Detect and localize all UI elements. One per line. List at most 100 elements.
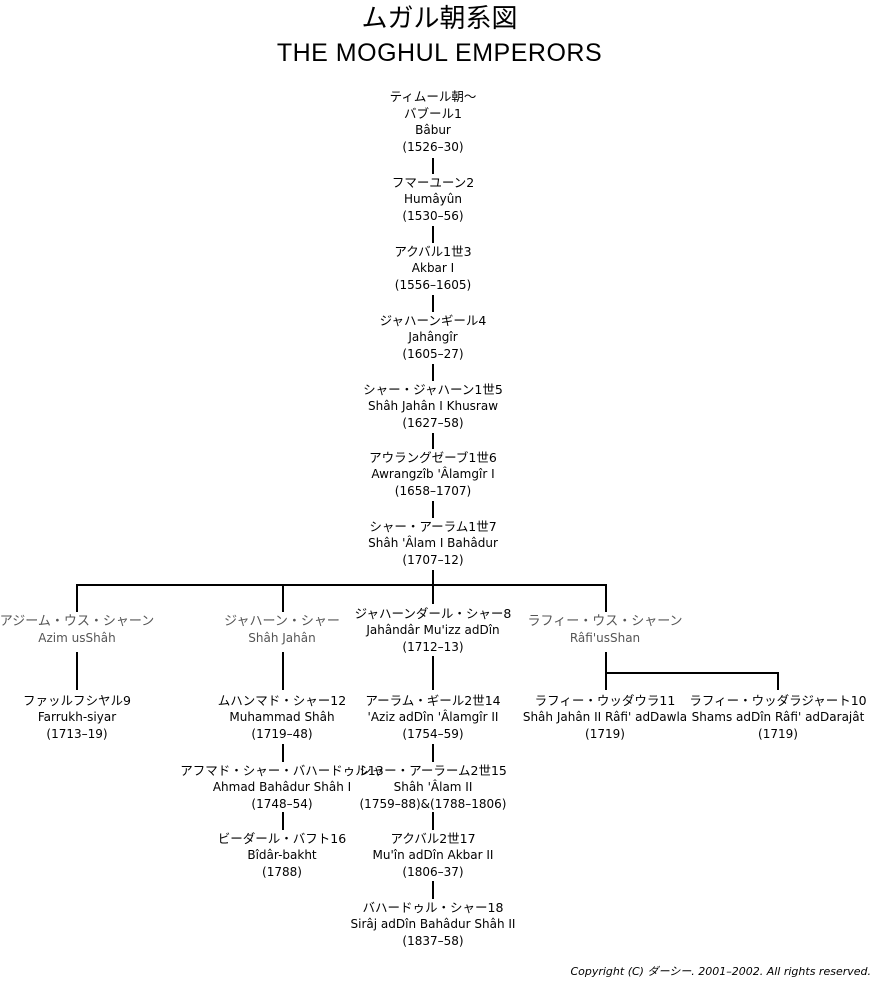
- node-reign: (1556–1605): [394, 278, 472, 292]
- connector-line: [282, 584, 284, 612]
- connector-line: [432, 744, 434, 762]
- node-reign: (1748–54): [251, 797, 313, 811]
- node-name-roman: Shâh 'Âlam II: [393, 780, 473, 794]
- node-humayun: フマーユーン2 Humâyûn (1530–56): [318, 174, 548, 225]
- node-name-roman: 'Aziz adDîn 'Âlamgîr II: [367, 710, 499, 724]
- node-reign: (1627–58): [402, 416, 464, 430]
- node-bahadur-shah-2: バハードゥル・シャー18 Sirâj adDîn Bahâdur Shâh II…: [318, 899, 548, 950]
- node-name-ja: ファッルフシヤル9: [23, 693, 131, 708]
- node-name-roman: Bâbur: [415, 123, 451, 137]
- connector-line: [76, 584, 78, 612]
- node-name-roman: Muhammad Shâh: [229, 710, 335, 724]
- connector-line: [76, 652, 78, 690]
- node-name-roman: Akbar I: [411, 261, 455, 275]
- node-rafi-ud-daula: ラフィー・ウッダウラ11 Shâh Jahân II Râfi' adDawla…: [490, 692, 720, 743]
- connector-line: [432, 158, 434, 174]
- node-name-roman: Shâh Jahân I Khusraw: [367, 399, 499, 413]
- node-name-ja: ラフィー・ウス・シャーン: [527, 614, 683, 629]
- node-name-roman: Shâh Jahân II Râfi' adDawla: [522, 710, 688, 724]
- node-name-ja: フマーユーン2: [391, 175, 475, 190]
- node-name-ja: ジャハーン・シャー: [224, 614, 340, 629]
- copyright-notice: Copyright (C) ダーシー. 2001–2002. All right…: [570, 965, 871, 978]
- node-reign: (1707–12): [402, 553, 464, 567]
- node-reign: (1719): [758, 727, 798, 741]
- node-aurangzeb: アウラングゼーブ1世6 Awrangzîb 'Âlamgîr I (1658–1…: [318, 449, 548, 500]
- node-rafi-ud-darajat: ラフィー・ウッダラジャート10 Shams adDîn Râfi' adDara…: [663, 692, 879, 743]
- node-shah-alam-2: シャー・アーラーム2世15 Shâh 'Âlam II (1759–88)&(1…: [318, 762, 548, 813]
- connector-line: [605, 652, 607, 690]
- connector-line: [282, 812, 284, 830]
- node-jahan-shah: ジャハーン・シャー Shâh Jahân: [167, 613, 397, 647]
- node-name-ja: アクバル2世17: [390, 831, 476, 846]
- node-reign: (1530–56): [402, 209, 464, 223]
- node-name-ja: アーラム・ギール2世14: [365, 693, 501, 708]
- node-name-ja: バブール1: [404, 106, 462, 121]
- node-name-ja: ラフィー・ウッダラジャート10: [689, 693, 867, 708]
- node-name-ja: シャー・ジャハーン1世5: [363, 382, 503, 397]
- node-name-roman: Mu'în adDîn Akbar II: [372, 848, 494, 862]
- node-name-roman: Farrukh-siyar: [37, 710, 117, 724]
- connector-line: [432, 656, 434, 690]
- node-jahandar-shah: ジャハーンダール・シャー8 Jahândâr Mu'izz adDîn (171…: [318, 605, 548, 656]
- connector-line: [432, 881, 434, 899]
- node-reign: (1759–88)&(1788–1806): [359, 797, 507, 811]
- node-name-roman: Râfi'usShan: [569, 631, 641, 645]
- node-akbar-2: アクバル2世17 Mu'în adDîn Akbar II (1806–37): [318, 830, 548, 881]
- node-reign: (1658–1707): [394, 484, 472, 498]
- node-reign: (1712–13): [402, 640, 464, 654]
- node-name-ja: アジーム・ウス・シャーン: [0, 614, 155, 629]
- node-reign: (1806–37): [402, 865, 464, 879]
- node-bidar-bakht: ビーダール・バフト16 Bîdâr-bakht (1788): [167, 830, 397, 881]
- connector-line: [432, 226, 434, 243]
- node-reign: (1719–48): [251, 727, 313, 741]
- chart-title-english: THE MOGHUL EMPERORS: [276, 39, 603, 67]
- connector-line: [605, 584, 607, 612]
- connector-line: [432, 295, 434, 312]
- node-muhammad-shah: ムハンマド・シャー12 Muhammad Shâh (1719–48): [167, 692, 397, 743]
- node-name-ja: ジャハーンギール4: [379, 313, 487, 328]
- connector-line: [432, 501, 434, 518]
- node-name-roman: Jahângîr: [408, 330, 458, 344]
- node-name-roman: Bîdâr-bakht: [247, 848, 317, 862]
- node-babur: ティムール朝〜 バブール1 Bâbur (1526–30): [318, 88, 548, 156]
- node-name-roman: Shâh Jahân: [248, 631, 316, 645]
- node-reign: (1713–19): [46, 727, 108, 741]
- connector-line: [432, 570, 434, 585]
- connector-line: [432, 364, 434, 381]
- node-name-roman: Ahmad Bahâdur Shâh I: [212, 780, 352, 794]
- node-azim-us-shan: アジーム・ウス・シャーン Azim usShâh: [0, 613, 192, 647]
- node-akbar-1: アクバル1世3 Akbar I (1556–1605): [318, 243, 548, 294]
- node-name-ja: シャー・アーラーム2世15: [359, 763, 507, 778]
- node-ahmad-shah: アフマド・シャー・バハードゥル13 Ahmad Bahâdur Shâh I (…: [167, 762, 397, 813]
- node-reign: (1605–27): [402, 347, 464, 361]
- connector-line: [282, 744, 284, 762]
- node-name-ja: ムハンマド・シャー12: [217, 693, 347, 708]
- connector-line: [777, 672, 779, 690]
- node-name-roman: Shams adDîn Râfi' adDarajât: [691, 710, 865, 724]
- node-name-ja: アウラングゼーブ1世6: [369, 450, 497, 465]
- node-alamgir-2: アーラム・ギール2世14 'Aziz adDîn 'Âlamgîr II (17…: [318, 692, 548, 743]
- node-name-ja: シャー・アーラム1世7: [369, 519, 497, 534]
- node-shah-alam-1: シャー・アーラム1世7 Shâh 'Âlam I Bahâdur (1707–1…: [318, 518, 548, 569]
- node-jahangir: ジャハーンギール4 Jahângîr (1605–27): [318, 312, 548, 363]
- node-name-roman: Sirâj adDîn Bahâdur Shâh II: [350, 917, 516, 931]
- node-reign: (1526–30): [402, 140, 464, 154]
- node-reign: (1788): [262, 865, 302, 879]
- node-name-ja: バハードゥル・シャー18: [362, 900, 504, 915]
- node-reign: (1754–59): [402, 727, 464, 741]
- node-name-roman: Shâh 'Âlam I Bahâdur: [368, 536, 498, 550]
- node-name-ja: アフマド・シャー・バハードゥル13: [180, 763, 384, 778]
- node-reign: (1837–58): [402, 934, 464, 948]
- chart-title-japanese: ムガル朝系図: [361, 4, 518, 34]
- node-dynasty-label: ティムール朝〜: [389, 89, 477, 104]
- connector-line: [432, 584, 434, 604]
- node-name-roman: Awrangzîb 'Âlamgîr I: [371, 467, 495, 481]
- connector-line: [432, 812, 434, 830]
- connector-line: [432, 433, 434, 449]
- node-name-ja: アクバル1世3: [394, 244, 472, 259]
- node-name-roman: Jahândâr Mu'izz adDîn: [366, 623, 500, 637]
- node-name-roman: Humâyûn: [404, 192, 462, 206]
- node-name-ja: ビーダール・バフト16: [217, 831, 347, 846]
- node-name-ja: ラフィー・ウッダウラ11: [534, 693, 676, 708]
- node-shah-jahan-1: シャー・ジャハーン1世5 Shâh Jahân I Khusraw (1627–…: [318, 381, 548, 432]
